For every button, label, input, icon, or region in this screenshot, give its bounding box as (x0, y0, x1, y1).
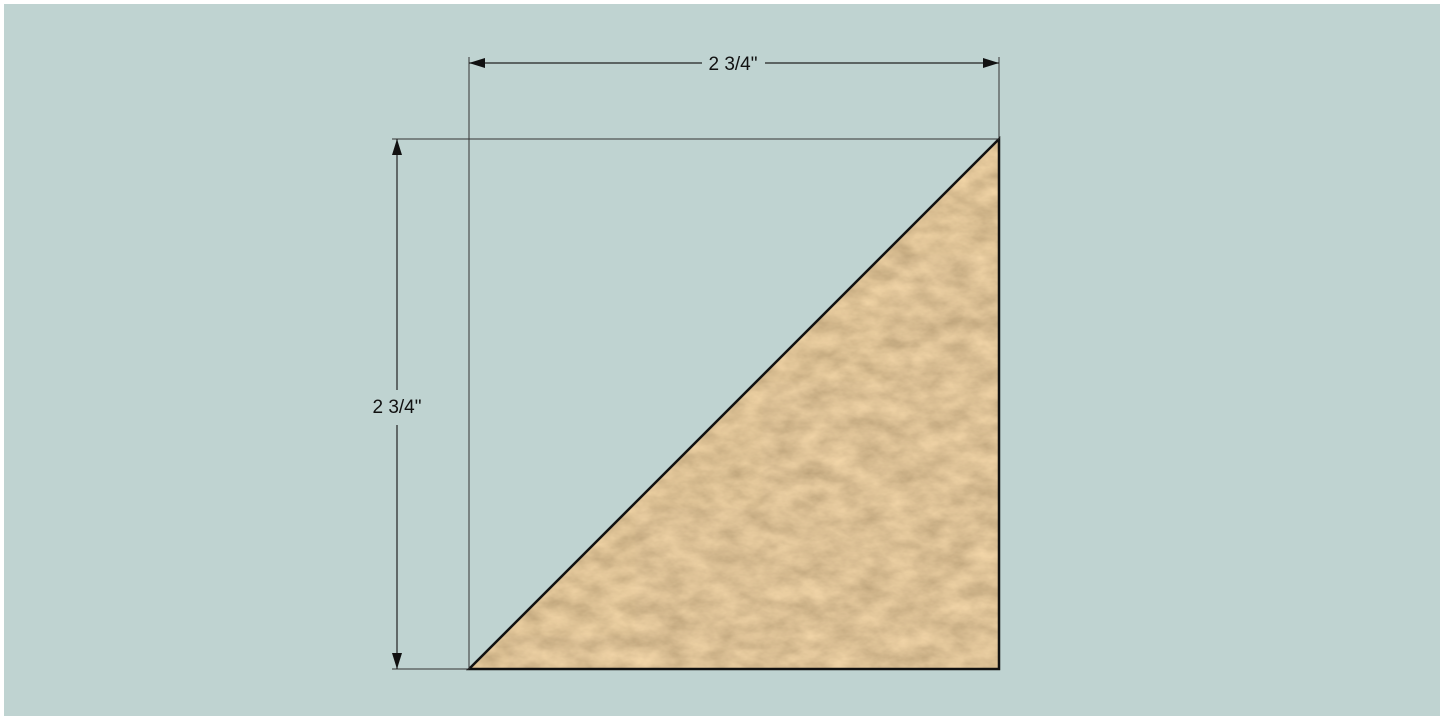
arrow-left-icon (469, 58, 485, 68)
width-label: 2 3/4" (708, 54, 757, 75)
height-label: 2 3/4" (372, 397, 421, 418)
board-triangle (469, 139, 999, 669)
board-outline (465, 135, 1001, 671)
height-dimension: 2 3/4" (372, 139, 422, 669)
arrow-up-icon (392, 139, 402, 155)
arrow-right-icon (983, 58, 999, 68)
arrow-down-icon (392, 653, 402, 669)
width-dimension: 2 3/4" (469, 54, 999, 75)
